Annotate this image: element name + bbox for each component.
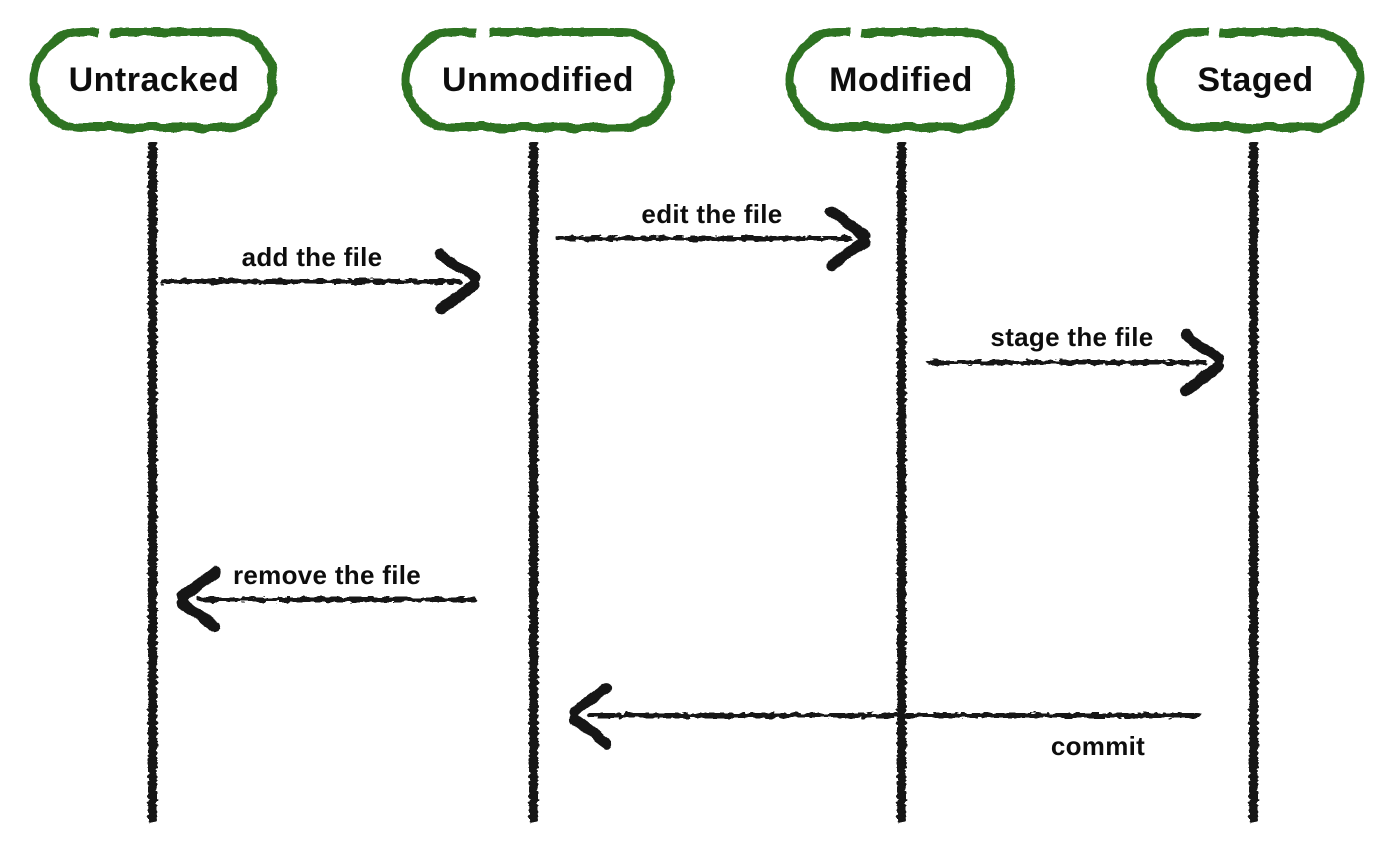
message-line [588, 713, 1200, 718]
actor-label: Unmodified [442, 60, 634, 99]
actor-box-outline [402, 28, 674, 132]
message-line [196, 597, 477, 602]
lifeline-unmodified [529, 142, 538, 823]
actor-unmodified: Unmodified [402, 28, 674, 132]
actor-box-outline [1147, 28, 1364, 132]
lifeline-staged [1249, 142, 1258, 823]
message-label: add the file [241, 242, 383, 272]
lifeline-modified [897, 142, 906, 823]
actor-staged: Staged [1147, 28, 1364, 132]
actor-label: Untracked [68, 60, 240, 99]
actor-box-outline [786, 28, 1016, 132]
message-label: remove the file [232, 560, 422, 590]
message-line [927, 360, 1207, 365]
actor-label: Staged [1197, 60, 1314, 99]
message-label: stage the file [990, 322, 1154, 352]
message-line [160, 279, 462, 284]
message-label: edit the file [641, 199, 783, 229]
actor-label: Modified [829, 60, 973, 99]
message-label: commit [1050, 731, 1146, 761]
actor-box-outline [30, 28, 278, 132]
actor-untracked: Untracked [30, 28, 278, 132]
actor-modified: Modified [786, 28, 1016, 132]
message-line [556, 236, 852, 241]
lifeline-untracked [148, 142, 157, 823]
